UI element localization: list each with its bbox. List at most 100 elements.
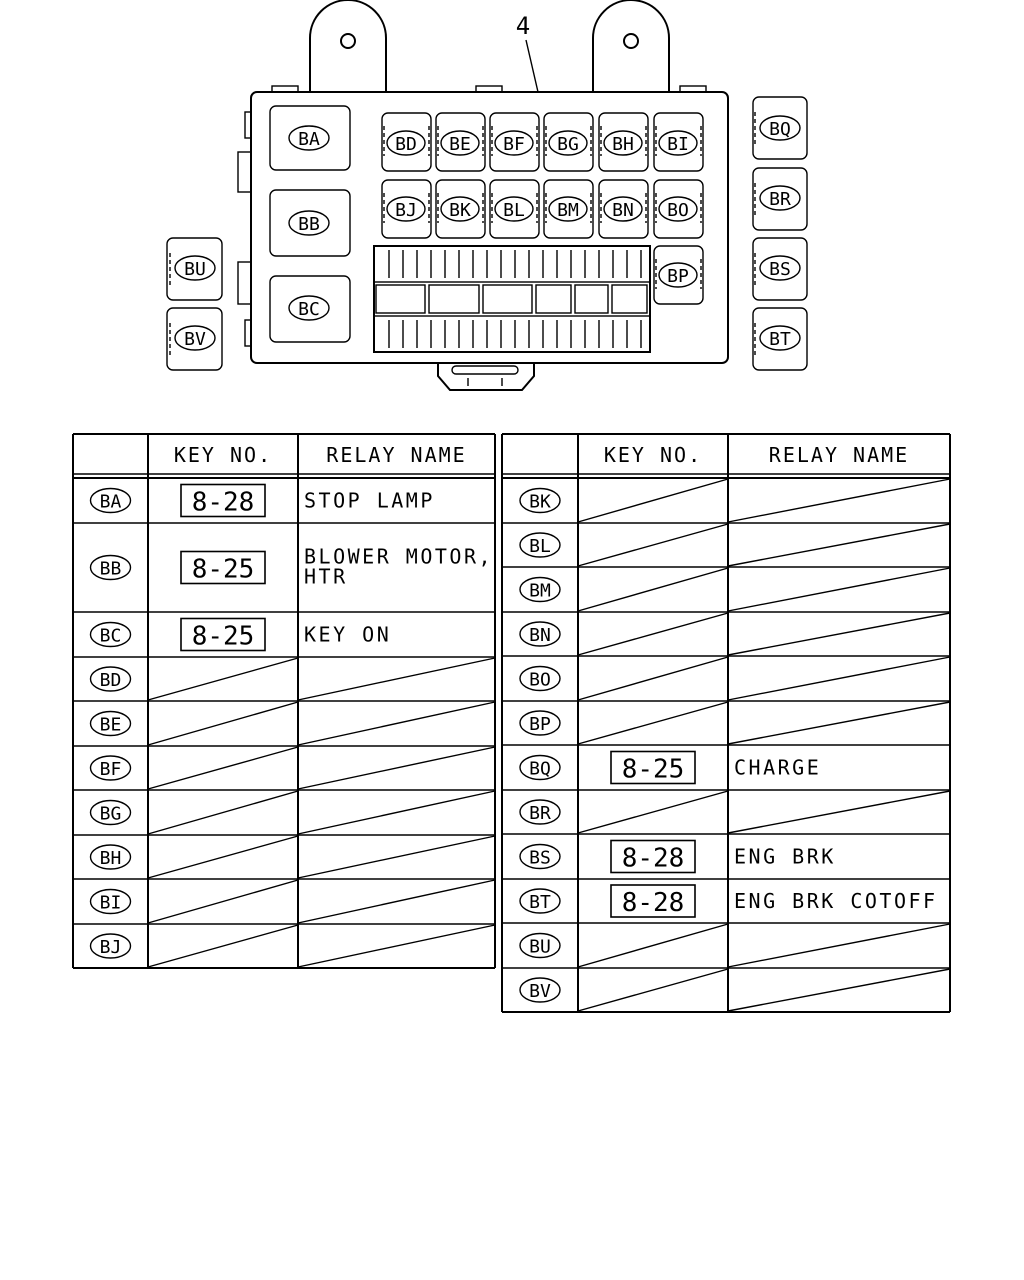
svg-text:BR: BR [769,189,791,210]
relay-code-oval [89,799,132,826]
empty-key-slash [147,835,299,879]
table-row-bf: BF [73,746,496,791]
relay-code: BS [529,848,551,869]
relay-code-oval [519,710,561,736]
relay-slot-bu: BU [166,237,223,301]
relay-code: BA [100,492,122,513]
svg-text:BD: BD [395,134,417,155]
empty-key-slash [577,790,729,834]
empty-name-slash [297,790,496,835]
key-no: 8-28 [192,488,255,518]
header-relay-name: RELAY NAME [326,443,466,467]
relay-code-oval [89,487,132,514]
table-row-bj: BJ [73,924,496,969]
empty-key-slash [577,523,729,567]
relay-code-oval [89,621,132,648]
key-no-box [610,884,696,918]
table-row-be: BE [73,701,496,747]
table-row-bn: BN [502,612,951,657]
relay-code: BT [529,892,551,913]
table-row-bg: BG [73,790,496,836]
empty-key-slash [577,701,729,745]
relay-code-oval [519,799,561,825]
relay-code: BK [529,492,551,513]
relay-code: BC [100,626,122,647]
relay-code-oval [519,754,561,781]
empty-name-slash [727,701,951,745]
empty-name-slash [727,790,951,834]
svg-text:BN: BN [612,200,634,221]
header-key-no: KEY NO. [174,443,272,467]
svg-text:BJ: BJ [395,200,417,221]
svg-text:BT: BT [769,329,791,350]
svg-text:BC: BC [298,299,320,320]
relay-code-oval [89,933,132,959]
relay-code-oval [519,487,561,514]
table-row-br: BR [502,790,951,835]
key-no-box [180,550,266,585]
relay-slot-bq: BQ [752,96,808,160]
relay-slot-bp: BP [653,245,704,305]
relay-code: BV [529,981,551,1002]
empty-key-slash [577,612,729,656]
relay-code: BN [529,625,551,646]
relay-code-oval [519,665,561,692]
svg-text:BK: BK [449,200,471,221]
relay-slot-br: BR [752,167,808,231]
table-row-bm: BM [502,567,951,613]
key-no-box [180,617,266,652]
callout-leader [525,39,539,93]
relay-slot-bg: BG [543,112,594,172]
empty-key-slash [147,701,299,746]
empty-key-slash [147,746,299,790]
relay-slot-bc: BC [269,275,351,343]
relay-slot-bm: BM [543,179,594,239]
relay-code: BI [100,893,122,914]
empty-name-slash [727,478,951,523]
relay-name: ENG BRK [734,845,836,869]
empty-key-slash [577,567,729,612]
relay-code: BU [529,937,551,958]
empty-key-slash [577,478,729,523]
empty-name-slash [727,567,951,612]
relay-code-oval [519,888,561,914]
relay-code: BJ [100,937,122,958]
empty-name-slash [727,523,951,567]
empty-name-slash [297,701,496,746]
relay-code-oval [519,621,561,647]
relay-slot-bh: BH [598,112,649,172]
relay-name: CHARGE [734,756,821,780]
relay-name: ENG BRK COTOFF [734,889,938,913]
empty-key-slash [577,656,729,701]
svg-text:BE: BE [449,134,471,155]
svg-text:BL: BL [503,200,525,221]
key-no-box [610,839,696,874]
empty-name-slash [727,656,951,701]
empty-key-slash [577,923,729,968]
svg-text:BP: BP [667,266,689,287]
relay-code: BP [529,714,551,735]
relay-slot-bn: BN [598,179,649,239]
relay-code-oval [519,932,561,959]
empty-key-slash [147,924,299,968]
empty-key-slash [577,968,729,1012]
relay-box-housing [237,0,729,391]
relay-code: BM [529,581,551,602]
relay-code: BE [100,715,122,736]
relay-slot-bk: BK [435,179,486,239]
relay-code-oval [89,755,132,781]
relay-slot-be: BE [435,112,486,172]
table-row-bl: BL [502,523,951,568]
relay-code: BF [100,759,122,780]
key-no: 8-25 [622,755,685,785]
svg-text:BM: BM [557,200,579,221]
relay-slot-bj: BJ [381,179,432,239]
empty-name-slash [727,612,951,656]
relay-slot-bo: BO [653,179,704,239]
relay-code: BO [529,670,551,691]
svg-text:BA: BA [298,129,320,150]
